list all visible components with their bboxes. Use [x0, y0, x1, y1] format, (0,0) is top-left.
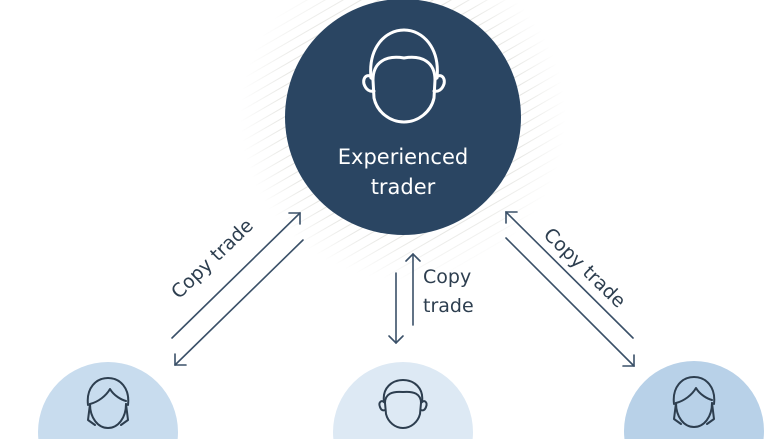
- right-connection-arrows: [505, 211, 635, 367]
- main-node-label-line2: trader: [370, 175, 436, 199]
- left-connection-arrows: [171, 212, 304, 366]
- middle-connection-label-line2: trade: [423, 295, 474, 317]
- experienced-trader-node: [285, 0, 521, 235]
- middle-connection-arrows: [388, 252, 421, 345]
- male-head-icon: [378, 379, 428, 429]
- follower-node-left: [38, 362, 178, 439]
- middle-connection-label-line1: Copy: [423, 266, 472, 288]
- female-head-icon: [672, 376, 716, 428]
- follower-node-right: [624, 361, 764, 439]
- female-head-icon: [86, 377, 130, 429]
- follower-node-middle: [333, 362, 473, 439]
- male-head-icon: [362, 28, 446, 124]
- main-node-label-line1: Experienced: [337, 145, 469, 169]
